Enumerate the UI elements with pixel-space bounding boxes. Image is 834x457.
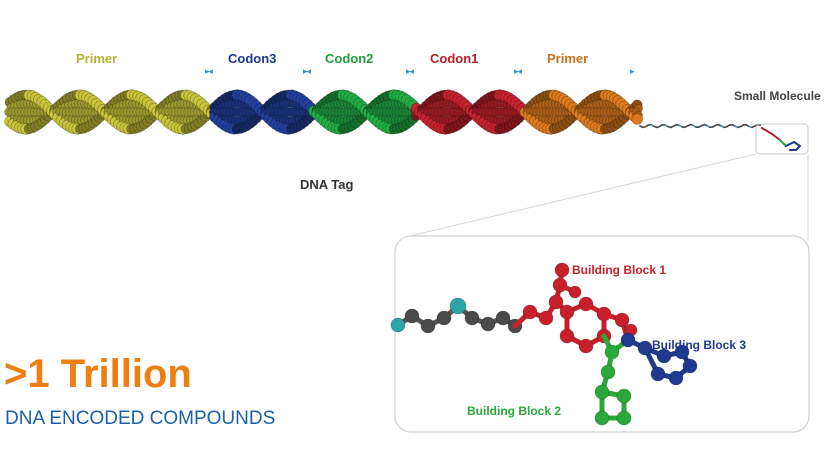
small-molecule-label: Small Molecule [734, 89, 821, 103]
molecule-atom [405, 309, 419, 323]
small-molecule-icon [762, 128, 800, 150]
molecule-atom [560, 329, 574, 343]
molecule-atom [617, 411, 631, 425]
mini-bond [794, 142, 800, 146]
molecule-atom [595, 411, 609, 425]
linker-chain [640, 125, 760, 128]
molecule-atom [669, 371, 683, 385]
molecule-atom [465, 311, 479, 325]
molecule-atom [437, 311, 451, 325]
molecule-atom [560, 305, 574, 319]
mini-bond [762, 128, 772, 134]
headline: >1 Trillion [4, 352, 192, 397]
building-block-1-label: Building Block 1 [572, 263, 666, 277]
molecule-atom [539, 311, 553, 325]
mini-bond [786, 142, 794, 146]
molecule-atom [391, 318, 405, 332]
molecule-atom [615, 313, 629, 327]
molecule-atom [595, 385, 609, 399]
molecule-atom [683, 359, 697, 373]
subline: DNA ENCODED COMPOUNDS [5, 408, 275, 430]
molecule-atom [496, 311, 510, 325]
building-block-2-label: Building Block 2 [467, 404, 561, 418]
molecule-atom [579, 297, 593, 311]
molecule-atom [450, 298, 466, 314]
dna-tag-label: DNA Tag [300, 177, 353, 192]
molecule-atom [651, 367, 665, 381]
mini-bond [780, 140, 786, 146]
molecule-atom [617, 389, 631, 403]
molecule-atom [421, 319, 435, 333]
molecule-atom [638, 341, 652, 355]
callout-line-left [410, 154, 756, 236]
helix-atom [632, 114, 643, 125]
mini-bond [772, 134, 780, 140]
molecule-atom [523, 305, 537, 319]
molecule-atom [569, 286, 581, 298]
building-block-3-label: Building Block 3 [652, 338, 746, 352]
molecule-atom [555, 263, 569, 277]
dna-helix [5, 90, 643, 135]
molecule-atom [579, 339, 593, 353]
molecule-atom [601, 365, 615, 379]
molecule-atom [481, 317, 495, 331]
